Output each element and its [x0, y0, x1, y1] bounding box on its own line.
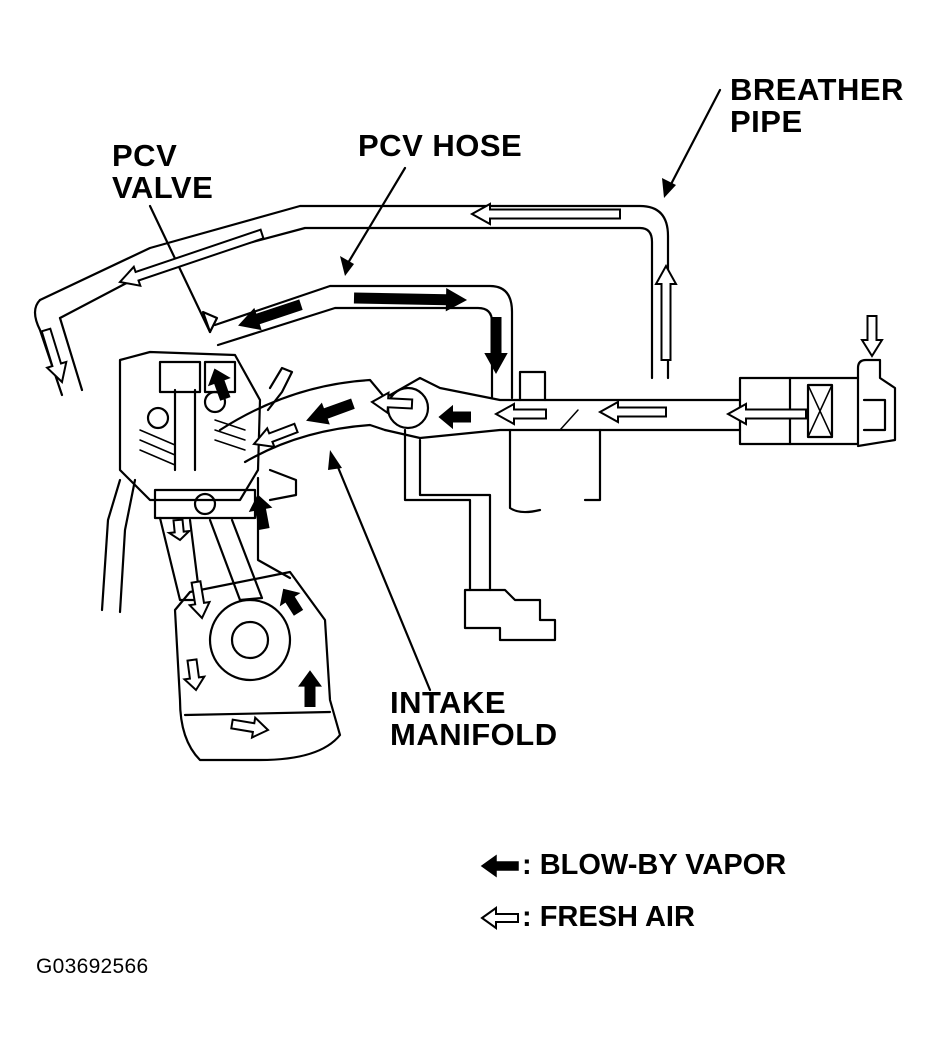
engine-block: [100, 350, 342, 762]
blow-by-arrow: [248, 494, 273, 530]
fresh-air-arrow: [40, 327, 68, 384]
fresh-air-arrow: [166, 518, 192, 542]
leader-lines: [148, 88, 722, 692]
blow-by-arrow: [279, 588, 304, 616]
pcv-valve-label-line1: PCV: [112, 138, 178, 173]
legend-fresh-air-symbol: [480, 906, 519, 930]
blow-by-arrow: [298, 670, 322, 707]
figure-code: G03692566: [36, 955, 149, 978]
fresh-air-arrow: [230, 715, 270, 740]
pcv-hose-leader: [343, 166, 407, 270]
blow-by-arrow: [438, 404, 471, 430]
pcv-valve-leader: [148, 204, 212, 334]
fresh-air-arrow: [187, 580, 212, 620]
breather-pipe-label-line1: BREATHER: [730, 72, 904, 107]
blow-by-arrow: [353, 287, 468, 312]
fresh-air-arrow: [370, 391, 414, 415]
pcv-valve-label-line2: VALVE: [112, 170, 214, 205]
blow-by-arrow: [207, 368, 231, 401]
fresh-air-arrow: [860, 315, 884, 358]
fresh-air-arrow: [654, 263, 678, 361]
breather-pipe: [33, 204, 670, 397]
throttle-body: [403, 428, 557, 642]
pcv-hose-label: PCV HOSE: [358, 128, 523, 163]
blow-by-arrows: [207, 287, 508, 707]
blow-by-arrow: [306, 398, 355, 425]
intake-manifold-leader: [333, 458, 432, 692]
fresh-air-arrow: [725, 402, 807, 426]
fresh-air-arrow: [118, 228, 265, 287]
legend-fresh-air-label: : FRESH AIR: [522, 901, 695, 933]
blow-by-arrow: [484, 317, 508, 375]
breather-pipe-leader: [666, 88, 722, 192]
intake-manifold-label-line2: MANIFOLD: [390, 717, 558, 752]
breather-pipe-label-line2: PIPE: [730, 104, 803, 139]
blow-by-arrow: [238, 299, 303, 331]
fresh-air-arrow: [597, 400, 667, 424]
fresh-air-arrow: [469, 202, 621, 226]
fresh-air-arrow: [252, 422, 299, 449]
breather-pipe-label: BREATHER PIPE: [730, 74, 904, 138]
intake-duct: [383, 358, 897, 502]
intake-manifold-label-line1: INTAKE: [390, 685, 507, 720]
fresh-air-arrow: [493, 402, 547, 426]
pcv-valve-label: PCV VALVE: [112, 140, 213, 204]
fresh-air-arrows: [40, 202, 884, 740]
intake-manifold-label: INTAKE MANIFOLD: [390, 687, 558, 751]
fresh-air-arrow: [182, 658, 207, 692]
legend-blow-by-symbol: [480, 854, 519, 878]
legend-blow-by-label: : BLOW-BY VAPOR: [522, 849, 787, 881]
